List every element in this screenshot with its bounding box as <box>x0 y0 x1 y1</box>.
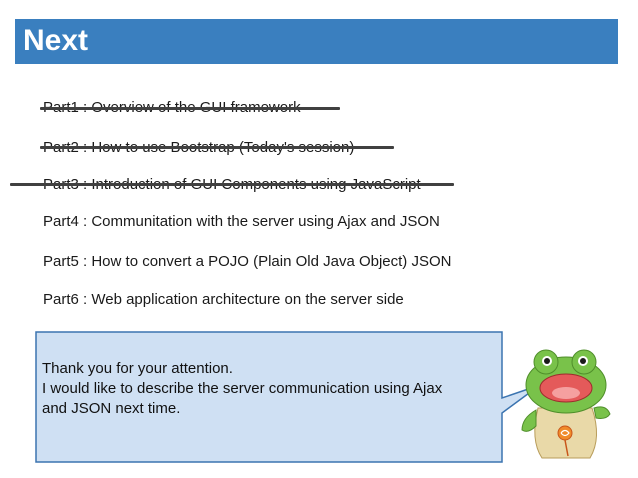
callout-line-2: I would like to describe the server comm… <box>42 380 443 397</box>
title-bar: Next <box>15 19 618 64</box>
strike-line-part2 <box>40 146 394 149</box>
strike-line-part3 <box>10 183 454 186</box>
agenda-item-part6: Part6 : Web application architecture on … <box>43 291 404 308</box>
frog-mascot-icon <box>521 349 611 459</box>
callout-line-1: Thank you for your attention. <box>42 360 233 377</box>
agenda-item-part4: Part4 : Communitation with the server us… <box>43 213 440 230</box>
slide-title: Next <box>23 24 89 57</box>
strike-line-part1 <box>40 107 340 110</box>
callout-text: Thank you for your attention. I would li… <box>42 359 492 419</box>
callout-line-3: and JSON next time. <box>42 400 181 417</box>
agenda-list: Part1 : Overview of the GUI framework Pa… <box>10 99 454 308</box>
agenda-item-part5: Part5 : How to convert a POJO (Plain Old… <box>43 253 452 270</box>
